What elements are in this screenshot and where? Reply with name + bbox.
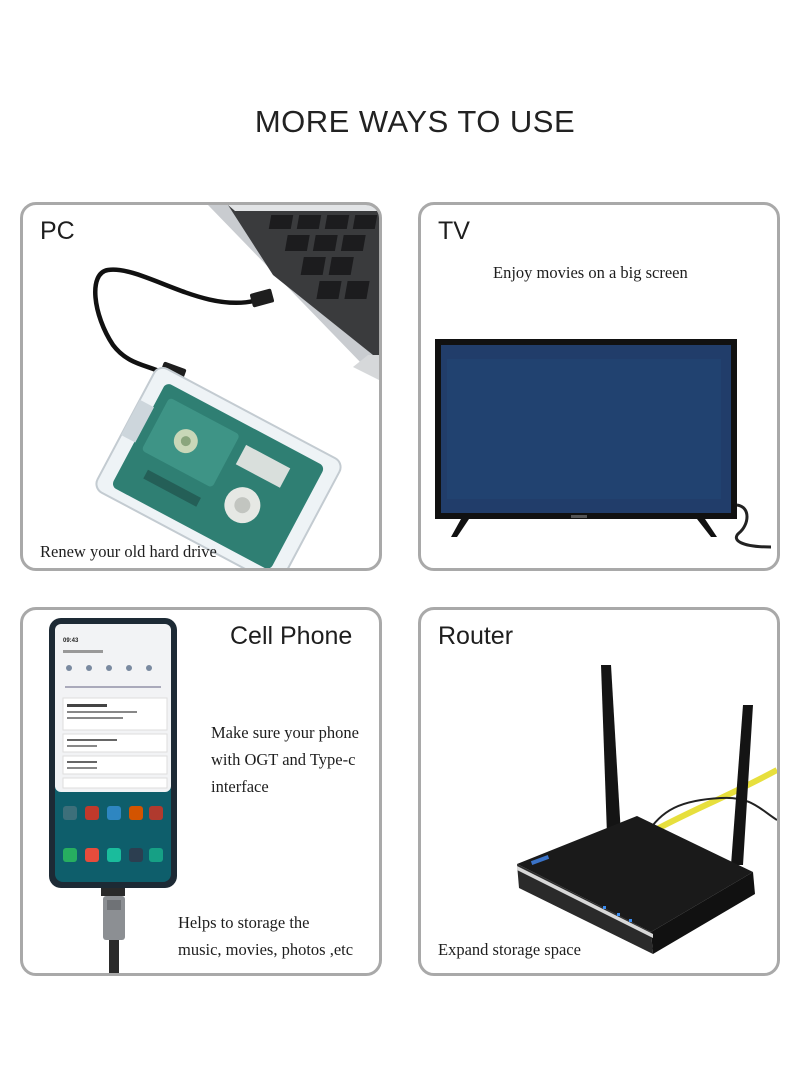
card-title-pc: PC	[40, 217, 75, 245]
phone-note: Make sure your phone with OGT and Type-c…	[211, 719, 359, 800]
router-illustration	[517, 665, 777, 954]
phone-note-line-2: with OGT and Type-c	[211, 750, 356, 769]
phone-illustration: 09:43	[49, 618, 177, 973]
card-title-router: Router	[438, 622, 514, 650]
card-pc: PC	[20, 202, 382, 571]
card-title-phone: Cell Phone	[230, 622, 353, 650]
page-title: MORE WAYS TO USE	[254, 104, 576, 139]
phone-note-line-3: interface	[211, 777, 269, 796]
phone-caption-line-2: music, movies, photos ,etc	[178, 940, 354, 959]
card-phone: Cell Phone Make sure your phone with OGT…	[20, 607, 382, 976]
card-title-tv: TV	[438, 217, 470, 245]
tv-illustration	[435, 339, 772, 549]
router-caption: Expand storage space	[438, 940, 581, 959]
phone-note-line-1: Make sure your phone	[211, 723, 360, 742]
card-router: Router Expand storage space	[418, 607, 780, 976]
tv-caption: Enjoy movies on a big screen	[493, 263, 688, 282]
card-tv: TV Enjoy movies on a big screen	[418, 202, 780, 571]
phone-caption-line-1: Helps to storage the	[178, 913, 310, 932]
phone-screen-time: 09:43	[63, 638, 79, 644]
pc-hard-drive-illustration	[93, 205, 379, 568]
phone-caption: Helps to storage the music, movies, phot…	[178, 909, 353, 963]
pc-caption: Renew your old hard drive	[40, 542, 217, 561]
